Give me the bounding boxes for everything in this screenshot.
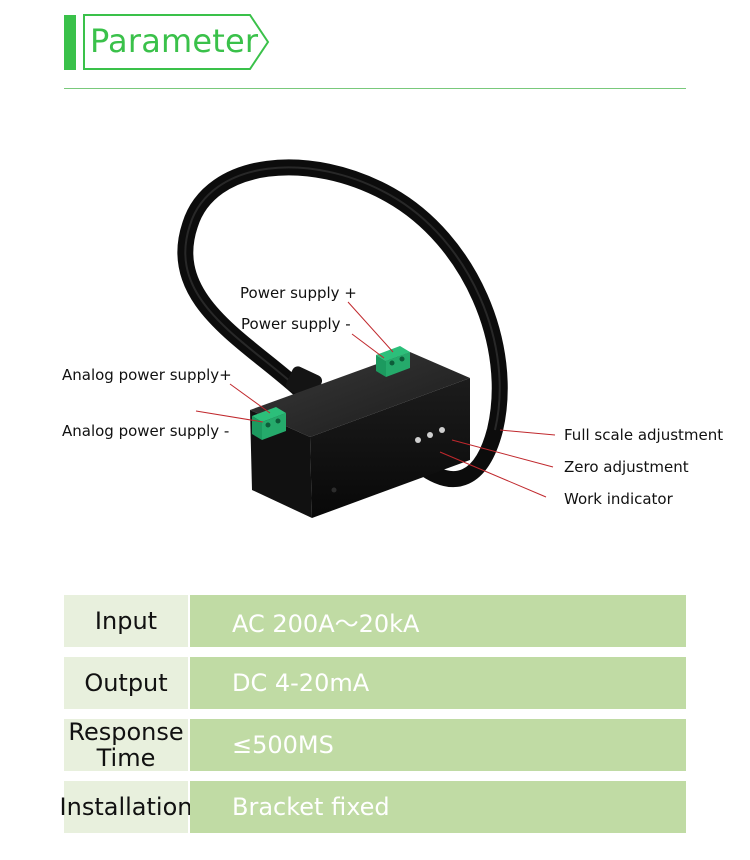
callout-zero-adjustment: Zero adjustment [564,458,689,476]
sensor-device-illustration [177,159,556,518]
callout-power-supply-minus: Power supply - [241,315,351,333]
enclosure-box [250,352,470,518]
param-row-response-time: Response Time ≤500MS [64,719,686,771]
callout-power-supply-plus: Power supply + [240,284,357,302]
rogowski-coil-cable [177,159,508,488]
callout-lines [195,301,556,498]
adjustment-screws [415,427,445,443]
param-value: ≤500MS [190,719,686,771]
analog-terminal-block [252,407,286,440]
param-key: Input [64,595,188,647]
param-key: Response Time [64,719,188,771]
param-key: Installation [60,781,192,833]
page-title: Parameter [90,22,259,60]
header-divider [64,88,686,89]
param-key: Output [64,657,188,709]
title-accent-bar [64,15,76,70]
param-row-output: Output DC 4-20mA [64,657,686,709]
param-value: AC 200A～20kA [190,595,686,647]
param-value: Bracket fixed [190,781,686,833]
param-row-installation: Installation Bracket fixed [60,781,686,833]
param-row-input: Input AC 200A～20kA [64,595,686,647]
power-terminal-block [376,346,410,377]
callout-work-indicator: Work indicator [564,490,673,508]
param-value: DC 4-20mA [190,657,686,709]
callout-analog-power-minus: Analog power supply - [62,422,230,440]
callout-analog-power-plus: Analog power supply+ [62,366,232,384]
title-arrow-frame [83,14,270,70]
callout-full-scale-adjustment: Full scale adjustment [564,426,724,444]
